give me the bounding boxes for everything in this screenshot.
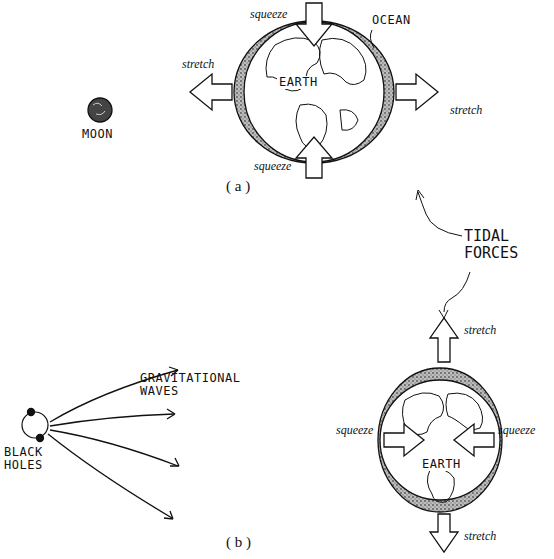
stretch-arrow bbox=[430, 514, 458, 552]
part-label: MOON bbox=[82, 128, 113, 141]
moon bbox=[88, 98, 112, 122]
leader-line bbox=[418, 192, 462, 236]
force-label: stretch bbox=[464, 530, 496, 543]
ocean-bulge bbox=[378, 368, 502, 512]
part-label: BLACK HOLES bbox=[4, 446, 64, 472]
leader-line bbox=[370, 30, 374, 48]
part-label: EARTH bbox=[277, 76, 320, 89]
force-label: stretch bbox=[464, 324, 496, 337]
squeeze-arrow bbox=[296, 3, 332, 46]
part-label: EARTH bbox=[420, 458, 463, 471]
force-label: stretch bbox=[450, 104, 482, 117]
force-label: squeeze bbox=[254, 160, 291, 173]
part-label: GRAVITATIONAL WAVES bbox=[140, 372, 250, 398]
black-hole bbox=[37, 435, 44, 442]
part-label: OCEAN bbox=[372, 14, 411, 27]
force-label: squeeze bbox=[498, 424, 535, 437]
squeeze-arrow bbox=[454, 424, 494, 456]
black-hole-orbit bbox=[22, 412, 48, 438]
panel-label: ( b ) bbox=[226, 534, 251, 551]
squeeze-arrow bbox=[296, 137, 332, 178]
panel-label: ( a ) bbox=[226, 178, 250, 195]
force-label: squeeze bbox=[250, 8, 287, 21]
leader-line bbox=[444, 272, 470, 312]
callout-label: TIDAL FORCES bbox=[464, 228, 550, 261]
black-hole bbox=[28, 409, 35, 416]
force-label: squeeze bbox=[336, 424, 373, 437]
stretch-arrow bbox=[190, 74, 232, 110]
squeeze-arrow bbox=[384, 424, 424, 456]
force-label: stretch bbox=[182, 58, 214, 71]
stretch-arrow bbox=[396, 74, 438, 110]
earth bbox=[380, 380, 500, 500]
stretch-arrow bbox=[430, 318, 458, 362]
